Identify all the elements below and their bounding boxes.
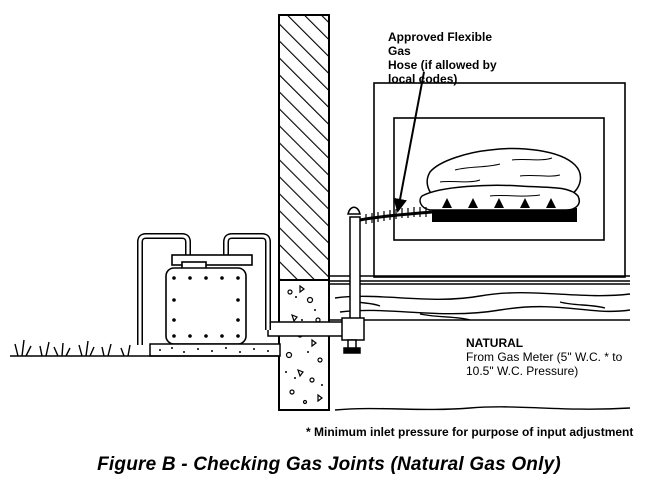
supply-pipe [267, 317, 365, 354]
natural-gas-note: NATURAL From Gas Meter (5" W.C. * to 10.… [466, 336, 656, 378]
exterior-wall [278, 14, 330, 281]
footnote: * Minimum inlet pressure for purpose of … [306, 425, 634, 439]
hose-callout-arrow [393, 71, 425, 213]
ground [10, 339, 279, 357]
hose-callout-line-3: local codes) [388, 72, 458, 86]
fireplace [373, 82, 626, 278]
gas-meter [137, 233, 271, 345]
meter-pad [149, 343, 281, 357]
foundation [278, 279, 330, 411]
natural-title: NATURAL [466, 336, 524, 350]
flexible-gas-hose [359, 207, 433, 224]
interior-gas-pipe [347, 206, 361, 326]
hose-callout-label: Approved Flexible Gas Hose (if allowed b… [388, 30, 508, 86]
natural-desc-line-1: From Gas Meter (5" W.C. * to [466, 350, 623, 364]
natural-desc-line-2: 10.5" W.C. Pressure) [466, 364, 579, 378]
figure-caption: Figure B - Checking Gas Joints (Natural … [97, 454, 561, 475]
gas-log-set [419, 147, 582, 222]
hose-callout-line-2: Hose (if allowed by [388, 58, 497, 72]
hose-callout-line-1: Approved Flexible Gas [388, 30, 493, 58]
wood-floor [329, 275, 631, 411]
